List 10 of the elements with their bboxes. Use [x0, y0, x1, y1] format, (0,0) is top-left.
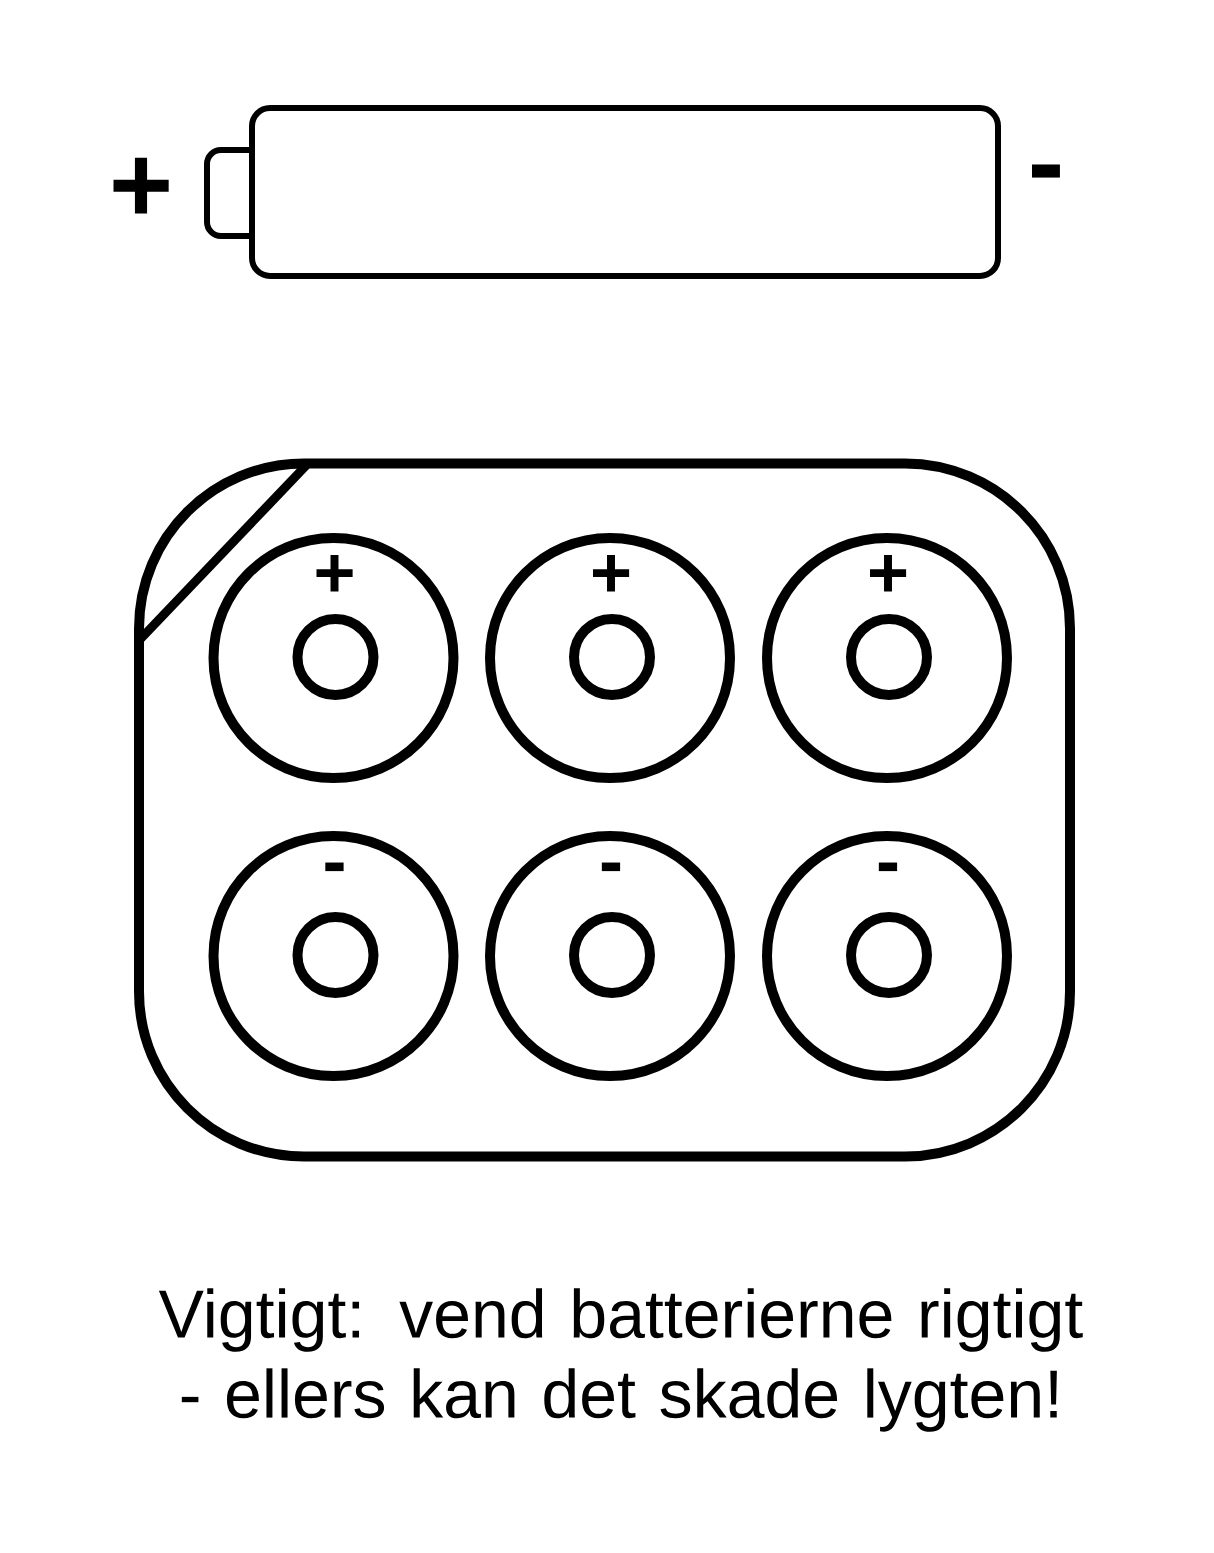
- battery-slot: +: [485, 533, 735, 783]
- battery-slot: -: [208, 831, 459, 1081]
- polarity-sign: -: [1032, 164, 1060, 178]
- battery-slot: +: [208, 533, 459, 783]
- polarity-sign: +: [113, 157, 169, 214]
- battery-slot: -: [762, 831, 1012, 1081]
- battery-slot: +: [762, 533, 1012, 783]
- caption: Vigtigt: vend batterierne rigtigt - ellers kan det skade lygten!: [158, 1288, 1083, 1432]
- battery-slot: -: [485, 831, 735, 1081]
- battery-holder: [134, 458, 1075, 1162]
